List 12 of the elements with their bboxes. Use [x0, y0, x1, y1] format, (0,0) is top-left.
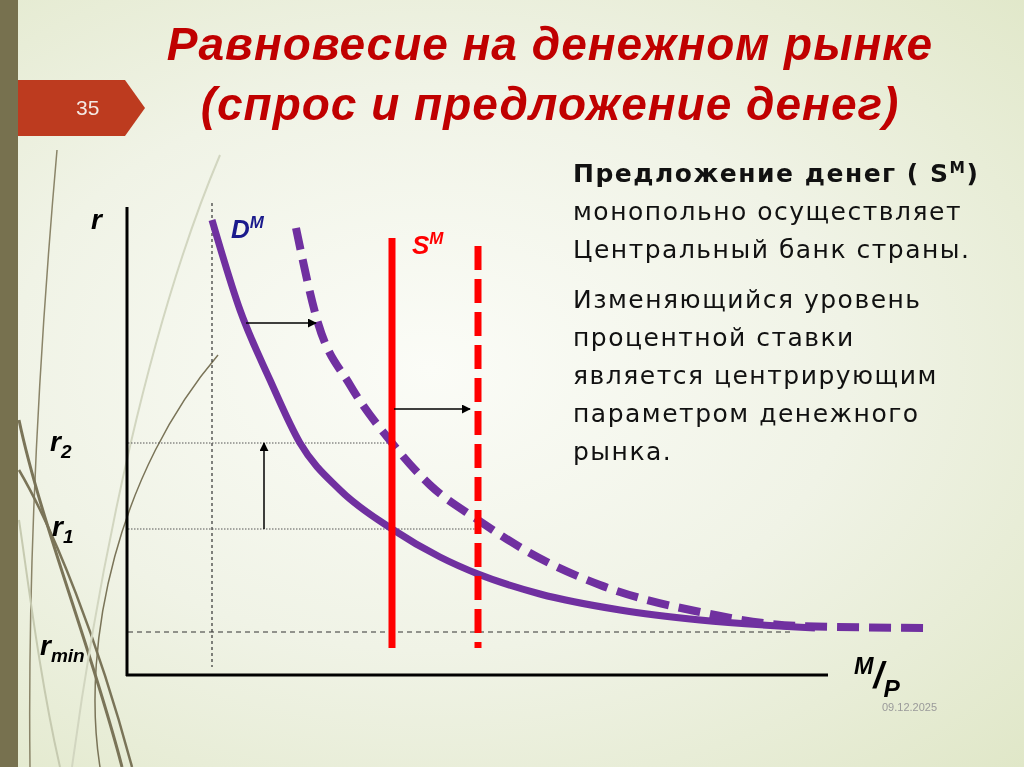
date-footer: 09.12.2025	[882, 702, 938, 713]
slide-number-banner	[18, 80, 145, 136]
tick-label: r$_{2}$	[50, 428, 72, 456]
paragraph: Предложение денег ( S$^{M}$) монопольно осуществляет Центральный банк страны.	[573, 157, 981, 266]
tick-label: r$_{1}$	[52, 513, 74, 541]
curve-label: D$^{M}$	[231, 216, 264, 242]
slide-title: Равновесие на денежном рынке (спрос и предложение денег)	[165, 17, 935, 132]
paragraph: Изменяющийся уровень процентной ставки является центрирующим параметром денежного рынка.	[573, 284, 939, 468]
axis-label: r	[91, 206, 102, 234]
tick-label: r$_{min}$	[40, 632, 85, 660]
slide-number: 35	[76, 97, 100, 118]
curve-label: S$^{M}$	[412, 232, 444, 258]
